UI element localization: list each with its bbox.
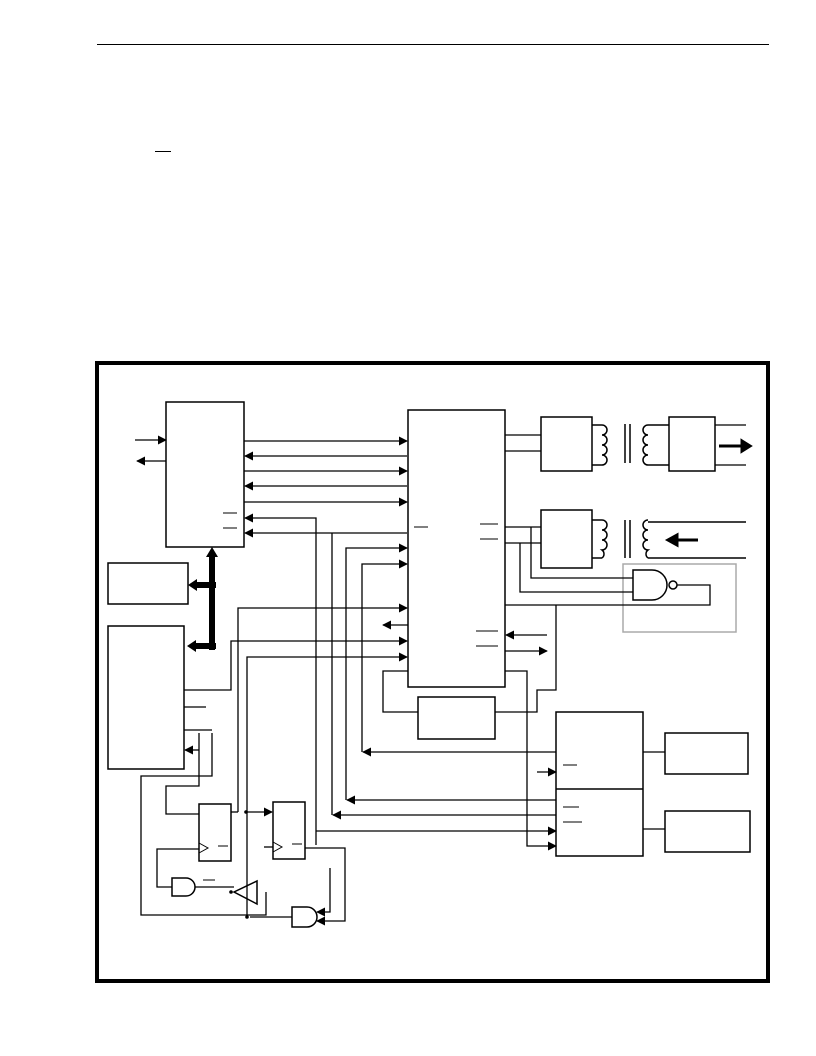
flip-flop-1 [198,803,232,862]
transformer-upper [592,424,669,466]
left-controller-block [165,401,245,548]
transmit-output-block [668,416,716,472]
header-rule [97,44,769,45]
memory-block-small [107,562,189,605]
transmit-driver-block [540,416,593,472]
gate-highlight-box [622,563,737,633]
flip-flop-2 [272,801,306,860]
receive-buffer-block [540,509,593,569]
memory-block-large [107,625,185,770]
clock-triangles [198,841,284,854]
buffer-triangle [232,879,258,906]
transformer-lower [592,519,746,559]
and-gate-bottom [291,906,318,928]
peripheral-block-lower [664,810,751,853]
bus-arrows [187,547,218,652]
overbar-mark [155,151,171,152]
nand-gate [632,569,668,601]
and-gate-left [171,877,196,897]
central-controller-block [407,409,506,688]
peripheral-block-upper [664,732,749,775]
clock-block [417,696,496,740]
diagram-frame [95,361,770,983]
lower-right-block [555,711,644,857]
nand-bubble [668,580,678,590]
